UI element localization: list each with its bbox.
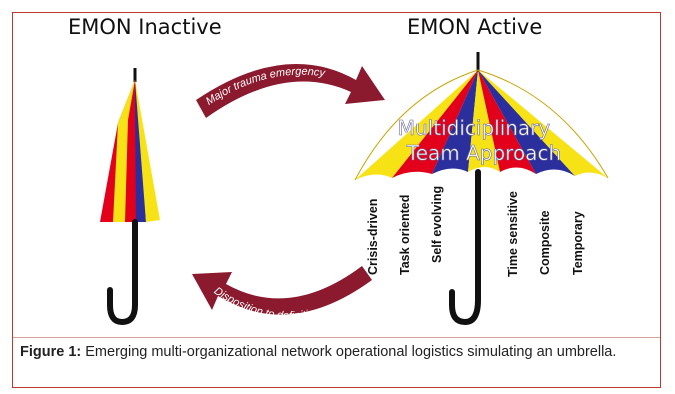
attribute-composite: Composite — [538, 210, 552, 275]
canopy-line2: Team Approach — [406, 141, 561, 165]
canopy-line1: Multidiciplinary — [398, 116, 551, 140]
attribute-crisis-driven: Crisis-driven — [366, 199, 380, 275]
active-title: EMON Active — [407, 15, 543, 39]
caption-label: Figure 1: — [20, 344, 82, 360]
attribute-task-oriented: Task oriented — [398, 195, 412, 275]
attribute-self-evolving: Self evolving — [430, 186, 444, 263]
open-umbrella: Multidiciplinary Team Approach — [354, 52, 609, 326]
caption-separator — [13, 337, 660, 338]
figure-caption: Figure 1: Emerging multi-organizational … — [20, 342, 650, 363]
attribute-temporary: Temporary — [571, 211, 585, 275]
caption-text: Emerging multi-organizational network op… — [85, 344, 617, 360]
arrow-major-trauma: Major trauma emergency — [196, 64, 385, 118]
arrow-disposition: Disposition to definitive care — [192, 266, 372, 322]
attribute-time-sensitive: Time sensitive — [506, 191, 520, 277]
closed-umbrella — [100, 68, 160, 326]
inactive-title: EMON Inactive — [68, 15, 222, 39]
